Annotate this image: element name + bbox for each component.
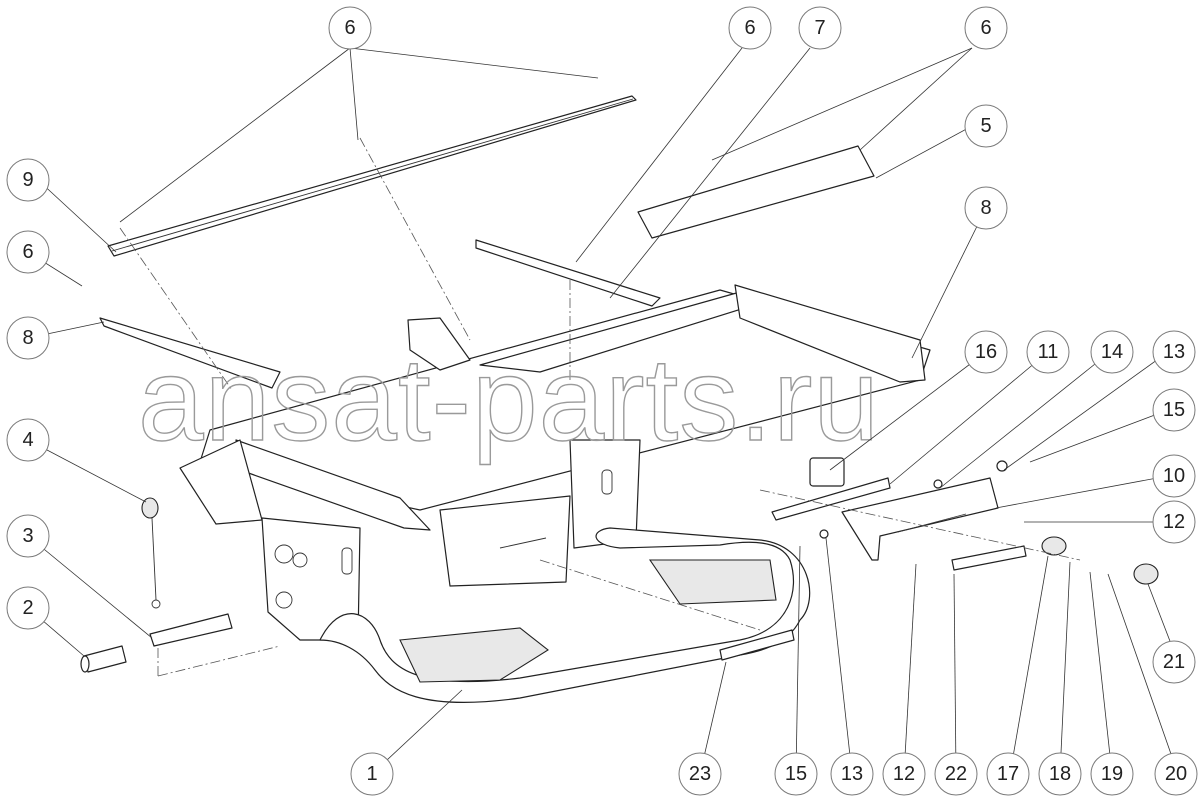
strip-11 <box>771 477 891 521</box>
callout-22: 22 <box>934 752 978 796</box>
assembly-drawing <box>80 95 1159 704</box>
bumper-tube <box>319 527 811 704</box>
svg-text:6: 6 <box>344 17 355 39</box>
bracket-10 <box>841 477 999 561</box>
leader-lines <box>27 47 1179 775</box>
callout-10: 10 <box>1152 454 1196 498</box>
callout-4: 4 <box>6 418 50 462</box>
svg-text:20: 20 <box>1165 763 1187 785</box>
callout-23: 23 <box>678 752 722 796</box>
callout-14: 14 <box>1090 330 1134 374</box>
callout-6-top-right: 6 <box>964 6 1008 50</box>
svg-text:8: 8 <box>22 327 33 349</box>
washer-15 <box>996 460 1008 472</box>
callout-7: 7 <box>798 6 842 50</box>
callout-13-top: 13 <box>1152 330 1196 374</box>
svg-text:11: 11 <box>1038 341 1059 363</box>
callout-13-bottom: 13 <box>830 752 874 796</box>
lanyard-knob-4 <box>141 497 159 519</box>
svg-text:3: 3 <box>22 525 33 547</box>
svg-text:21: 21 <box>1163 651 1185 673</box>
svg-text:1: 1 <box>366 763 377 785</box>
sleeve-2 <box>83 645 127 673</box>
latch-16 <box>809 457 845 487</box>
svg-text:19: 19 <box>1101 763 1123 785</box>
pin-3 <box>149 613 233 647</box>
svg-text:15: 15 <box>1163 399 1185 421</box>
svg-text:12: 12 <box>893 763 915 785</box>
svg-text:9: 9 <box>22 169 33 191</box>
strip-22 <box>951 545 1027 571</box>
callout-6-top-middle: 6 <box>728 6 772 50</box>
svg-text:17: 17 <box>997 763 1019 785</box>
svg-text:7: 7 <box>814 17 825 39</box>
callout-16: 16 <box>964 330 1008 374</box>
right-cradle <box>648 559 777 605</box>
left-rail <box>99 317 281 389</box>
callout-3: 3 <box>6 514 50 558</box>
svg-text:4: 4 <box>22 429 33 451</box>
callout-8-left: 8 <box>6 316 50 360</box>
bracket-center <box>439 495 571 587</box>
svg-text:6: 6 <box>22 241 33 263</box>
washer-13b <box>819 529 829 539</box>
svg-text:10: 10 <box>1163 465 1185 487</box>
callout-9: 9 <box>6 158 50 202</box>
callout-8-right: 8 <box>964 186 1008 230</box>
svg-text:14: 14 <box>1101 341 1123 363</box>
callout-17: 17 <box>986 752 1030 796</box>
svg-text:15: 15 <box>785 763 807 785</box>
callout-21: 21 <box>1152 640 1196 684</box>
callout-20: 20 <box>1154 752 1198 796</box>
callout-6-left: 6 <box>6 230 50 274</box>
top-rail <box>107 95 637 257</box>
knob-21 <box>1133 563 1159 585</box>
callout-6-top-left: 6 <box>328 6 372 50</box>
callout-18: 18 <box>1038 752 1082 796</box>
bracket-left <box>407 317 471 371</box>
svg-text:23: 23 <box>689 763 711 785</box>
callout-2: 2 <box>6 586 50 630</box>
callout-5: 5 <box>964 104 1008 148</box>
plate-17 <box>1041 536 1067 556</box>
svg-text:12: 12 <box>1163 511 1185 533</box>
svg-text:16: 16 <box>975 341 997 363</box>
svg-text:22: 22 <box>945 763 967 785</box>
callout-15-right: 15 <box>1152 388 1196 432</box>
svg-text:6: 6 <box>980 17 991 39</box>
callout-19: 19 <box>1090 752 1134 796</box>
callout-12-right: 12 <box>1152 500 1196 544</box>
side-rail <box>475 239 661 307</box>
watermark-text: ansat-parts.ru <box>138 334 880 466</box>
svg-text:13: 13 <box>1163 341 1185 363</box>
svg-text:13: 13 <box>841 763 863 785</box>
callout-12-bottom: 12 <box>882 752 926 796</box>
cover-plate <box>637 145 875 239</box>
bumper-cradle <box>399 627 549 683</box>
frame-rear-arm <box>734 284 926 383</box>
washer-13 <box>933 479 943 489</box>
callout-15-bottom: 15 <box>774 752 818 796</box>
callout-1: 1 <box>350 752 394 796</box>
svg-text:2: 2 <box>22 597 33 619</box>
svg-text:6: 6 <box>744 17 755 39</box>
strip-23 <box>719 629 795 661</box>
callout-11: 11 <box>1026 330 1070 374</box>
svg-text:8: 8 <box>980 197 991 219</box>
svg-text:5: 5 <box>980 115 991 137</box>
svg-text:18: 18 <box>1049 763 1071 785</box>
